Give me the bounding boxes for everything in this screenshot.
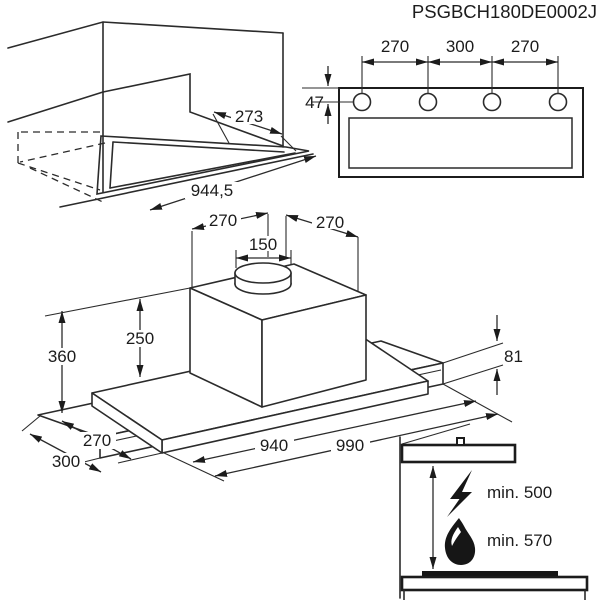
dim-body-depth: 300 [52, 452, 80, 471]
dim-hole-span-left: 270 [381, 37, 409, 56]
lightning-icon [447, 470, 472, 517]
cooktop-surface [422, 571, 558, 577]
clearance-view: min. 500 min. 570 [399, 423, 589, 600]
dim-duct-diameter: 150 [249, 235, 277, 254]
hood-dimension-view: 270 270 150 360 250 81 940 990 270 300 [21, 211, 523, 482]
dim-inner-width: 940 [260, 436, 288, 455]
top-mounting-view: 270 300 270 47 [302, 37, 584, 178]
cooktop-silhouette [400, 575, 589, 592]
gas-clearance-label: min. 570 [487, 531, 552, 550]
duct-collar [234, 262, 292, 295]
hood-body [37, 262, 444, 459]
flame-icon [444, 518, 476, 565]
hood-silhouette [400, 443, 517, 464]
dim-opening-width: 944,5 [191, 181, 234, 200]
drawing-title: PSGBCH180DE0002J [412, 1, 597, 22]
mounting-hole-1 [352, 92, 372, 112]
dim-outer-width: 990 [336, 436, 364, 455]
dim-hole-offset: 47 [305, 93, 324, 112]
dim-opening-depth: 273 [235, 107, 263, 126]
mounting-hole-4 [548, 92, 568, 112]
mounting-hole-3 [482, 92, 502, 112]
dim-hole-span-center: 300 [446, 37, 474, 56]
dim-total-height: 360 [48, 347, 76, 366]
electric-clearance-label: min. 500 [487, 483, 552, 502]
dim-duct-offset-right: 270 [316, 213, 344, 232]
dim-body-height: 81 [504, 347, 523, 366]
cabinet-recess-view: 273 944,5 [7, 21, 317, 211]
dim-chimney-height: 250 [126, 329, 154, 348]
mounting-hole-2 [418, 92, 438, 112]
dim-duct-offset-left: 270 [209, 211, 237, 230]
dim-hole-span-right: 270 [511, 37, 539, 56]
dim-pullout-depth: 270 [83, 431, 111, 450]
